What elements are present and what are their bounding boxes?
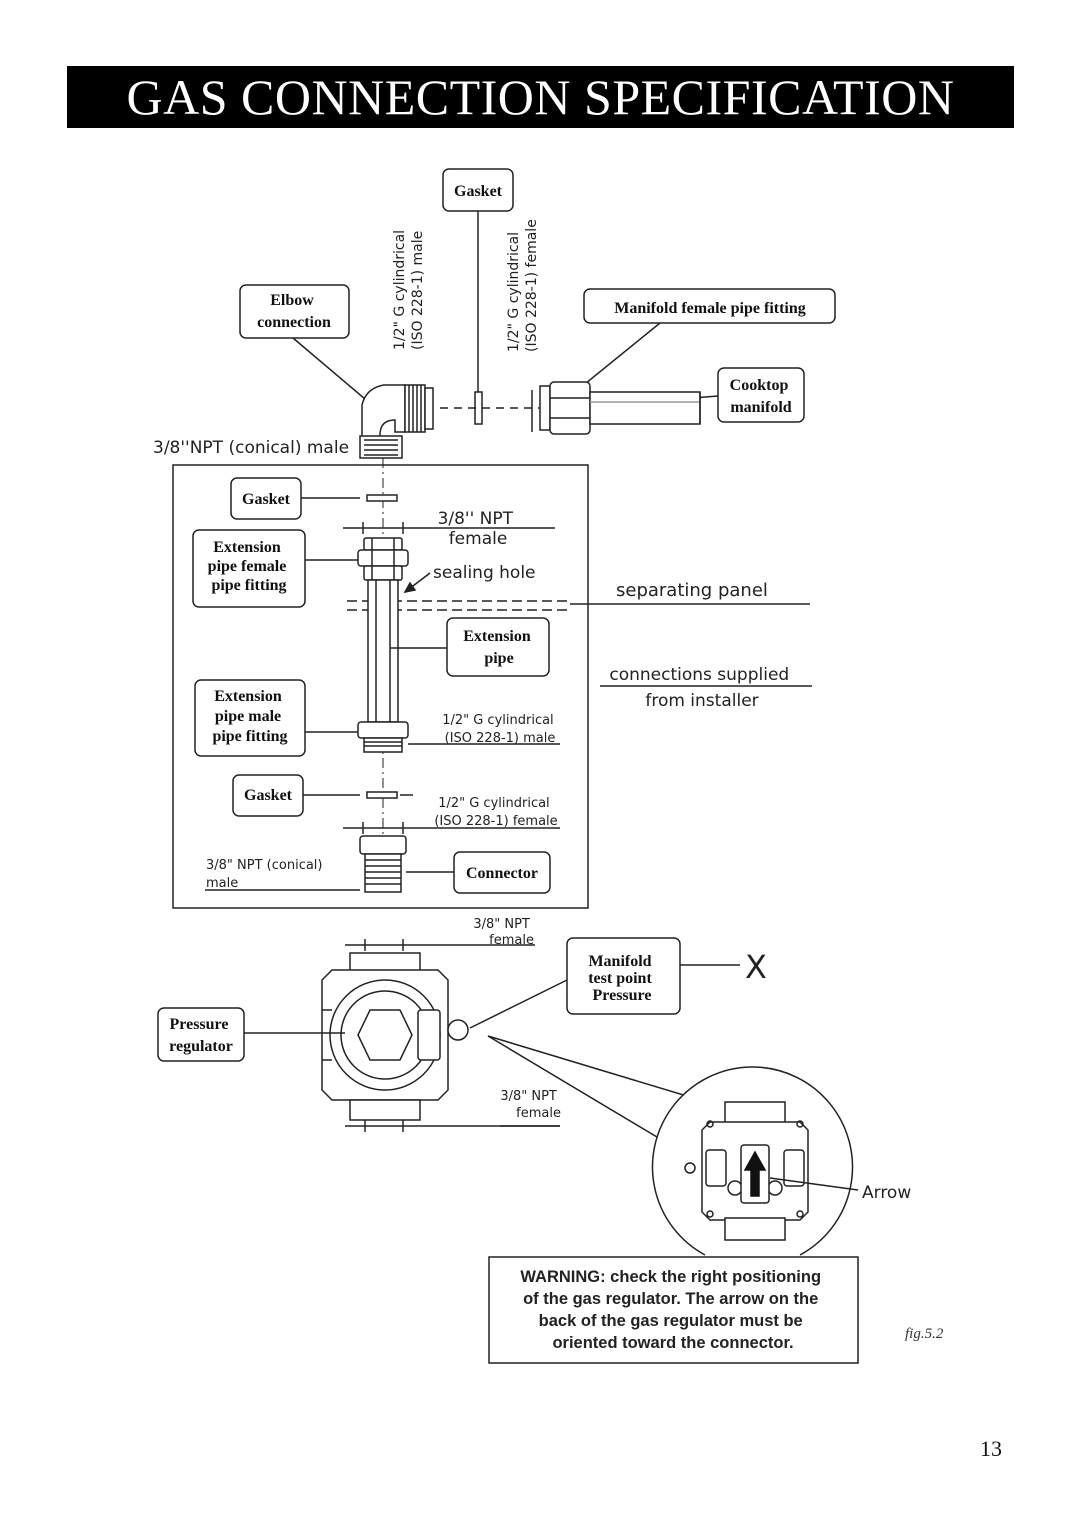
arrow-label: Arrow bbox=[862, 1183, 911, 1203]
top-left-spec-line2: (ISO 228-1) male bbox=[410, 231, 426, 350]
connector-label: Connector bbox=[466, 865, 538, 882]
installer-line2: from installer bbox=[645, 691, 758, 711]
reg-top-thread-line1: 3/8" NPT bbox=[473, 917, 530, 932]
svg-text:WARNING: check the right posit: WARNING: check the right positioning of … bbox=[520, 1268, 825, 1352]
ext-pipe-callout-box bbox=[446, 617, 550, 677]
cooktop-manifold-line1: Cooktop bbox=[730, 377, 789, 394]
elbow-fitting bbox=[359, 384, 434, 459]
connector-thread-line2: male bbox=[206, 876, 238, 891]
warning-box bbox=[488, 1256, 859, 1364]
svg-text:Extension pipe male pi: Extension pipe male pipe fitting bbox=[212, 688, 287, 745]
page-number: 13 bbox=[980, 1436, 1002, 1461]
elbow-callout-box bbox=[239, 284, 350, 339]
regulator-arrow-icon bbox=[743, 1150, 767, 1197]
svg-text:3/8" NPT (conical) male: 3/8" NPT (conical) male bbox=[206, 858, 327, 891]
extension-pipe-male-fitting bbox=[357, 721, 409, 753]
svg-text:3/8'' NPT female: 3/8'' NPT female bbox=[438, 509, 519, 549]
ext-female-thread-line1: 3/8'' NPT bbox=[438, 509, 514, 529]
extension-pipe bbox=[367, 579, 399, 723]
svg-text:1/2" G cylindrical (ISO 22: 1/2" G cylindrical (ISO 228-1) male bbox=[442, 713, 558, 746]
gasket-thread-line2: (ISO 228-1) female bbox=[434, 814, 557, 829]
reg-bottom-thread-line1: 3/8" NPT bbox=[500, 1089, 557, 1104]
manifold-female-fitting bbox=[531, 381, 701, 435]
svg-text:Extension pipe: Extension pipe bbox=[463, 628, 535, 667]
top-left-spec-line1: 1/2" G cylindrical bbox=[392, 230, 408, 350]
svg-text:connections supplied from: connections supplied from installer bbox=[609, 665, 794, 711]
svg-text:3/8" NPT female: 3/8" NPT female bbox=[500, 1089, 561, 1121]
warning-line2: of the gas regulator. The arrow on the bbox=[523, 1290, 818, 1308]
gasket-top-label: Gasket bbox=[454, 183, 503, 200]
pressure-regulator-line2: regulator bbox=[169, 1038, 233, 1055]
ext-female-label-line2: pipe female bbox=[208, 558, 287, 575]
gasket-thread-line1: 1/2" G cylindrical bbox=[438, 796, 549, 811]
svg-text:Elbow connection: Elbow connection bbox=[257, 292, 331, 331]
svg-text:Pressure regulator: Pressure regulator bbox=[169, 1016, 233, 1055]
warning-line3: back of the gas regulator must be bbox=[539, 1312, 803, 1330]
cooktop-manifold-line2: manifold bbox=[730, 399, 791, 416]
manifold-test-point-callout-box bbox=[566, 937, 681, 1015]
ext-male-callout-box bbox=[194, 679, 306, 757]
svg-text:Extension pipe female: Extension pipe female pipe fitting bbox=[208, 539, 291, 594]
ext-male-label-line1: Extension bbox=[214, 688, 282, 705]
warning-line4: oriented toward the connector. bbox=[552, 1334, 793, 1352]
reg-bottom-thread-line2: female bbox=[516, 1106, 561, 1121]
gasket-2-label: Gasket bbox=[244, 787, 293, 804]
figure-label: fig.5.2 bbox=[905, 1326, 944, 1342]
reg-top-thread-line2: female bbox=[489, 933, 534, 948]
connector-fitting bbox=[359, 835, 407, 893]
ext-pipe-label-line2: pipe bbox=[484, 650, 513, 667]
ext-male-thread-line2: (ISO 228-1) male bbox=[445, 731, 556, 746]
x-mark: X bbox=[745, 948, 767, 986]
installer-line1: connections supplied bbox=[609, 665, 789, 685]
elbow-label-line2: connection bbox=[257, 314, 331, 331]
svg-text:Cooktop manifold: Cooktop manifold bbox=[730, 377, 793, 416]
manifold-test-point-line3: Pressure bbox=[593, 987, 652, 1004]
svg-text:1/2" G cylindrical (ISO 22: 1/2" G cylindrical (ISO 228-1) female bbox=[434, 796, 557, 829]
pressure-regulator-callout-box bbox=[157, 1007, 245, 1062]
elbow-thread-spec: 3/8''NPT (conical) male bbox=[153, 438, 349, 458]
ext-female-label-line3: pipe fitting bbox=[211, 577, 286, 594]
top-right-spec-line2: (ISO 228-1) female bbox=[524, 219, 540, 352]
manifold-fitting-callout-box bbox=[583, 288, 836, 324]
extension-pipe-female-fitting bbox=[357, 537, 409, 581]
ext-male-label-line2: pipe male bbox=[215, 708, 281, 725]
ext-male-label-line3: pipe fitting bbox=[212, 728, 287, 745]
ext-female-label-line1: Extension bbox=[213, 539, 281, 556]
manifold-fitting-label: Manifold female pipe fitting bbox=[614, 300, 806, 317]
ext-female-callout-box bbox=[192, 529, 306, 608]
ext-pipe-label-line1: Extension bbox=[463, 628, 531, 645]
gasket-1-label: Gasket bbox=[242, 491, 291, 508]
manifold-test-point-line1: Manifold bbox=[588, 953, 651, 970]
svg-text:Manifold test point Pr: Manifold test point Pressure bbox=[588, 953, 656, 1004]
cooktop-manifold-callout-box bbox=[717, 367, 805, 423]
ext-male-thread-line1: 1/2" G cylindrical bbox=[442, 713, 553, 728]
svg-text:3/8" NPT female: 3/8" NPT female bbox=[473, 917, 534, 948]
manifold-test-point-line2: test point bbox=[588, 970, 652, 987]
sealing-hole-label: sealing hole bbox=[433, 563, 536, 583]
installer-connections-frame bbox=[172, 464, 589, 909]
connector-thread-line1: 3/8" NPT (conical) bbox=[206, 858, 323, 873]
separating-panel-label: separating panel bbox=[616, 580, 768, 601]
pressure-regulator-line1: Pressure bbox=[170, 1016, 229, 1033]
elbow-label-line1: Elbow bbox=[270, 292, 314, 309]
pressure-regulator-drawing bbox=[321, 952, 469, 1121]
ext-female-thread-line2: female bbox=[449, 529, 508, 549]
page-title: GAS CONNECTION SPECIFICATION bbox=[67, 66, 1014, 128]
top-right-spec-line1: 1/2" G cylindrical bbox=[506, 232, 522, 352]
warning-line1: WARNING: check the right positioning bbox=[520, 1268, 821, 1286]
